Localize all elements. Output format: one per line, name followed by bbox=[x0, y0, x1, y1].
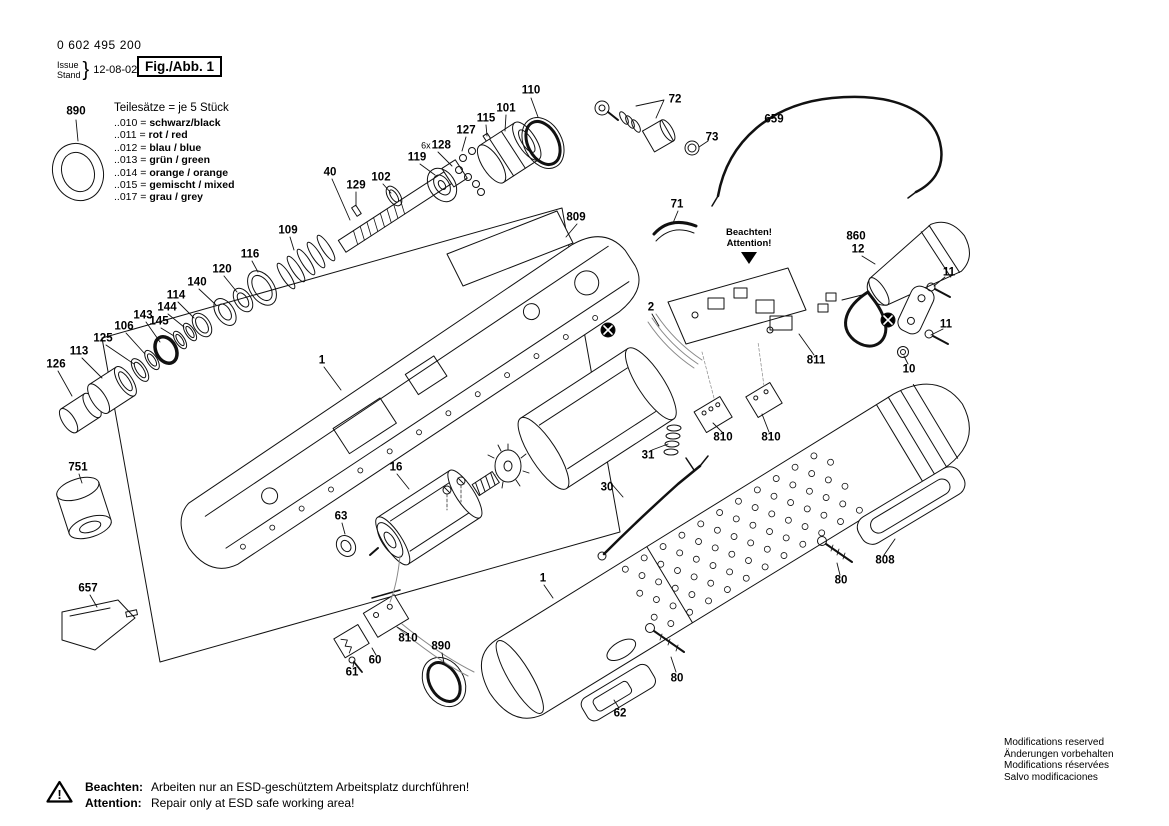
circlip-73 bbox=[684, 140, 700, 156]
detent-assembly-72 bbox=[594, 99, 676, 153]
screw-80-bottom bbox=[645, 623, 685, 653]
ring-10 bbox=[897, 346, 909, 358]
parts-legend: Teilesätze = je 5 Stück ..010 = schwarz/… bbox=[114, 102, 235, 204]
warning-triangle-icon: ! bbox=[46, 780, 73, 803]
esd-label-de: Beachten: bbox=[85, 780, 144, 794]
brace-glyph: } bbox=[82, 59, 90, 81]
document-number: 0 602 495 200 bbox=[57, 38, 142, 52]
wire-bracket-659 bbox=[711, 95, 943, 207]
esd-label-en: Attention: bbox=[85, 795, 142, 810]
esd-text-de: Arbeiten nur an ESD-geschütztem Arbeitsp… bbox=[151, 780, 470, 794]
lever-30 bbox=[597, 455, 709, 561]
esd-warning: ! Beachten: Arbeiten nur an ESD-geschützt… bbox=[46, 780, 469, 811]
rights-line: Änderungen vorbehalten bbox=[1004, 748, 1114, 760]
drawing-frame bbox=[101, 207, 621, 663]
rights-line: Salvo modificaciones bbox=[1004, 771, 1098, 783]
issue-label: Issue bbox=[57, 60, 79, 70]
ring-890-top bbox=[51, 142, 105, 202]
legend-entry: ..012 = blau / blue bbox=[114, 141, 202, 154]
leader-lines bbox=[57, 97, 946, 709]
wires-2 bbox=[647, 313, 703, 369]
screw-80-top bbox=[817, 536, 853, 563]
key-657 bbox=[61, 599, 138, 651]
switch-810-right bbox=[745, 382, 783, 418]
attention-flag-de: Beachten! bbox=[726, 227, 772, 238]
esd-text-en: Repair only at ESD safe working area! bbox=[151, 795, 355, 810]
screw-61 bbox=[348, 656, 363, 673]
attention-flag-en: Attention! bbox=[726, 237, 772, 249]
spindle-assembly bbox=[58, 117, 565, 434]
issue-stand-block: Issue Stand } 12-08-02 bbox=[57, 60, 137, 80]
stand-label: Stand bbox=[57, 70, 81, 80]
ring-890-bottom bbox=[421, 656, 467, 708]
legend-entries: ..010 = schwarz/black..011 = rot / red..… bbox=[114, 117, 235, 204]
legend-entry: ..013 = grün / green bbox=[114, 154, 211, 167]
circled-x-icon bbox=[880, 312, 896, 328]
worm-gear bbox=[471, 471, 500, 497]
legend-entry: ..015 = gemischt / mixed bbox=[114, 179, 235, 192]
small-motor-16 bbox=[369, 469, 483, 566]
lower-housing bbox=[480, 383, 970, 719]
clip-71 bbox=[652, 220, 698, 242]
cable-loop bbox=[817, 290, 888, 348]
legend-entry: ..010 = schwarz/black bbox=[114, 117, 221, 129]
switch-wires bbox=[389, 555, 475, 677]
washer-63 bbox=[335, 535, 357, 557]
clamp-bracket bbox=[897, 285, 935, 335]
circled-x-icon bbox=[600, 322, 616, 338]
upper-housing bbox=[180, 236, 640, 569]
label-plate-809 bbox=[446, 210, 574, 287]
issue-date: 12-08-02 bbox=[93, 64, 138, 76]
screw-11-top bbox=[926, 282, 951, 298]
legend-entry: ..014 = orange / orange bbox=[114, 166, 229, 179]
attention-arrow-icon bbox=[741, 252, 757, 264]
motor bbox=[517, 347, 677, 490]
pcb-811 bbox=[667, 267, 807, 345]
plate-808 bbox=[856, 466, 966, 545]
legend-entry: ..017 = grau / grey bbox=[114, 191, 204, 204]
spring-31 bbox=[663, 424, 682, 456]
micro-switch-810 bbox=[362, 594, 410, 638]
legend-entry: ..011 = rot / red bbox=[114, 129, 188, 142]
rights-line: Modifications réservées bbox=[1004, 760, 1110, 772]
warning-exclamation: ! bbox=[57, 787, 61, 802]
sleeve-751 bbox=[56, 476, 112, 540]
plate-62 bbox=[580, 663, 656, 722]
block-60 bbox=[333, 624, 370, 659]
rights-line: Modifications reserved bbox=[1004, 737, 1105, 748]
legend-title: Teilesätze = je 5 Stück bbox=[114, 102, 229, 114]
switch-810-left bbox=[693, 396, 733, 434]
figure-label: Fig./Abb. 1 bbox=[137, 56, 222, 77]
attention-flag: Beachten! Attention! bbox=[719, 227, 779, 264]
